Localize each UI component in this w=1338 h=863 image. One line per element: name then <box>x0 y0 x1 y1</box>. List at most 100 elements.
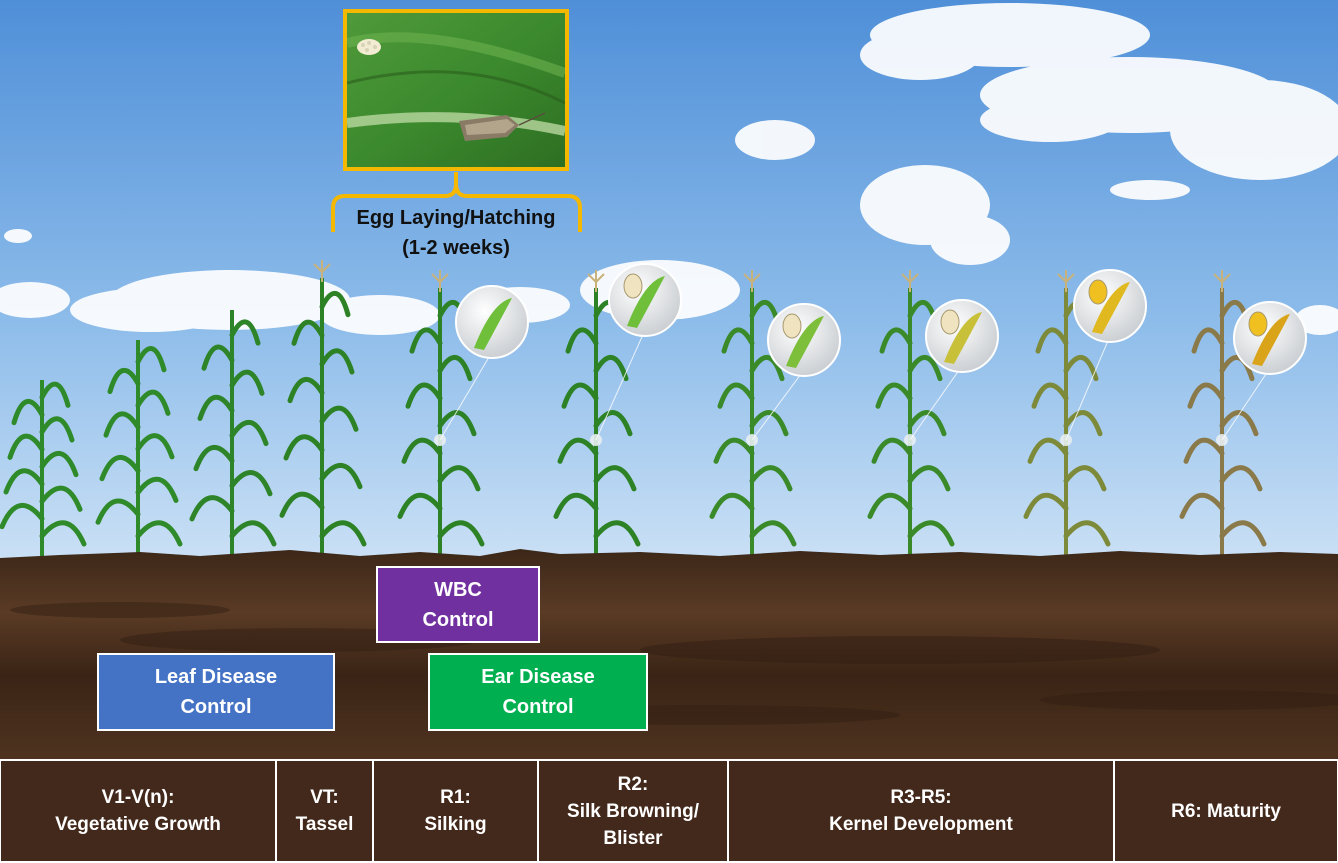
corn-leaf <box>397 492 443 519</box>
corn-leaf <box>437 465 481 492</box>
corn-leaf <box>197 394 235 421</box>
corn-leaf <box>103 411 141 438</box>
corn-leaf <box>907 520 955 547</box>
corn-leaf <box>229 369 265 396</box>
corn-plant <box>1179 270 1307 556</box>
corn-leaf <box>229 420 269 447</box>
kernel <box>1088 279 1108 305</box>
corn-leaf <box>1027 437 1069 464</box>
corn-leaf <box>871 437 913 464</box>
corn-leaf <box>319 462 363 490</box>
corn-leaf <box>437 520 485 547</box>
corn-leaf <box>279 491 325 518</box>
stage-tassel: VT: Tassel <box>276 759 373 863</box>
corn-tassel <box>587 270 605 292</box>
corn-leaf <box>709 492 755 519</box>
stage-silking: R1: Silking <box>373 759 538 863</box>
stage-kernel-development: R3-R5: Kernel Development <box>728 759 1114 863</box>
corn-tassel <box>431 270 449 292</box>
corn-leaf <box>721 327 755 354</box>
corn-leaf <box>135 346 167 373</box>
corn-tassel <box>313 260 331 282</box>
corn-tassel <box>743 270 761 292</box>
corn-leaf <box>1183 437 1225 464</box>
corn-leaf <box>1031 382 1069 409</box>
corn-ear <box>474 298 512 350</box>
corn-leaf <box>319 348 355 375</box>
corn-leaf <box>713 437 755 464</box>
kernel <box>782 313 802 339</box>
corn-leaf <box>135 389 171 416</box>
corn-leaf <box>1063 520 1111 547</box>
corn-leaf <box>437 410 477 437</box>
corn-leaf <box>409 327 443 354</box>
corn-leaf <box>291 319 325 346</box>
corn-leaf <box>39 416 75 443</box>
corn-leaf <box>135 520 183 547</box>
corn-leaf <box>749 465 793 492</box>
corn-tassel <box>1213 270 1231 292</box>
corn-leaf <box>1219 465 1263 492</box>
egg-laying-label: Egg Laying/Hatching (1-2 weeks) <box>356 207 556 259</box>
corn-leaf <box>95 498 141 525</box>
corn-plant <box>553 263 682 556</box>
corn-leaf <box>229 319 261 346</box>
corn-leaf <box>1219 355 1255 382</box>
corn-leaf <box>405 382 443 409</box>
corn-leaf <box>1035 327 1069 354</box>
ear-callout-line <box>439 351 493 441</box>
corn-leaf <box>401 437 443 464</box>
corn-leaf <box>201 344 235 371</box>
corn-leaf <box>1179 492 1225 519</box>
corn-leaf <box>907 465 951 492</box>
corn-leaf <box>99 454 141 482</box>
corn-leaf <box>1023 492 1069 519</box>
corn-leaf <box>3 468 45 495</box>
corn-leaf <box>193 444 235 472</box>
corn-leaf <box>1219 520 1267 547</box>
corn-leaf <box>593 355 629 382</box>
corn-plant <box>709 270 841 556</box>
corn-leaf <box>189 495 235 522</box>
stage-maturity: R6: Maturity <box>1114 759 1338 863</box>
corn-plant <box>95 340 183 556</box>
ear-callout-line <box>1065 335 1111 441</box>
corn-leaf <box>0 502 45 530</box>
corn-leaf <box>319 291 351 318</box>
moth <box>459 112 546 141</box>
corn-ear <box>1092 282 1130 334</box>
clouds <box>0 3 1338 335</box>
corn-leaf <box>283 434 325 461</box>
corn-leaf <box>39 520 87 547</box>
corn-plant <box>279 260 367 556</box>
corn-leaf <box>287 377 325 404</box>
corn-leaf <box>39 381 71 408</box>
corn-leaf <box>107 368 141 395</box>
corn-ear <box>944 312 982 364</box>
corn-tassel <box>1057 270 1075 292</box>
moth-egg-photo <box>347 13 565 167</box>
ear-callout-line <box>751 369 805 441</box>
growth-stage-bar: V1-V(n): Vegetative Growth VT: Tassel R1… <box>0 759 1338 863</box>
ear-callout-line <box>909 365 963 441</box>
corn-leaf <box>593 410 633 437</box>
corn-leaf <box>867 492 913 519</box>
corn-leaf <box>749 355 785 382</box>
corn-leaf <box>907 355 943 382</box>
corn-plant <box>0 380 87 556</box>
corn-ear <box>627 276 665 328</box>
corn-leaf <box>319 405 359 432</box>
corn-plant <box>1023 269 1147 556</box>
corn-plant <box>397 270 529 556</box>
stage-vegetative-growth: V1-V(n): Vegetative Growth <box>0 759 276 863</box>
corn-leaf <box>717 382 755 409</box>
corn-leaf <box>593 465 637 492</box>
corn-leaf <box>1187 382 1225 409</box>
ear-callout-line <box>1221 367 1271 441</box>
corn-tassel <box>901 270 919 292</box>
corn-leaf <box>879 327 913 354</box>
ear-callout-line <box>595 329 646 441</box>
corn-plants <box>0 260 1307 556</box>
corn-leaf <box>229 470 273 497</box>
